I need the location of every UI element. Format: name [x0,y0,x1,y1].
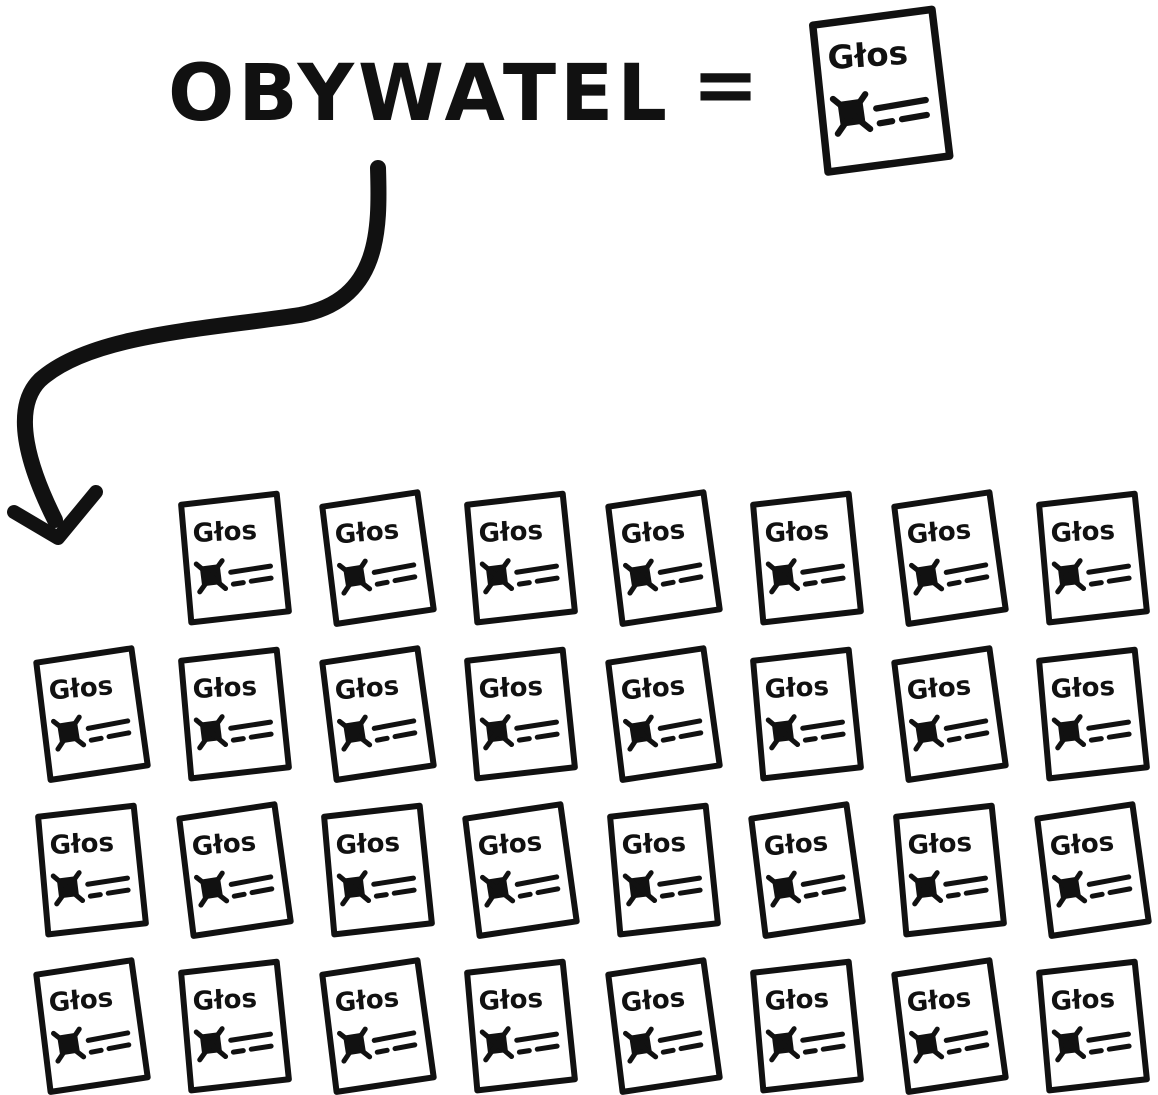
ballot-title: Głos [620,983,687,1018]
ballot-card: Głos [894,492,1006,624]
ballot-title: Głos [763,827,830,862]
ballot-title: Głos [192,516,258,549]
ballot-title: Głos [335,828,401,861]
ballot-title: Głos [826,34,909,78]
ballot-card: Głos [896,805,1004,934]
ballot-title: Głos [334,515,401,550]
heading-equals: = [692,38,759,131]
ballot-title: Głos [1050,516,1116,549]
ballot-card: Głos [467,961,575,1090]
arrow-head-icon [7,485,103,545]
ballot-card: Głos [36,648,148,780]
ballot-card: Głos [322,492,434,624]
ballot-card: Głos [467,493,575,622]
ballot-card: Głos [181,493,289,622]
ballot-card: Głos [608,648,720,780]
ballot-card: Głos [608,960,720,1092]
ballot-title: Głos [334,983,401,1018]
ballot-card: Głos [38,805,146,934]
ballot-card: Głos [465,804,577,936]
ballot-card: Głos [322,648,434,780]
ballot-title: Głos [49,828,115,861]
ballot-card: Głos [181,961,289,1090]
ballot-title: Głos [48,983,115,1018]
ballot-title: Głos [620,515,687,550]
ballot-card: Głos [322,960,434,1092]
ballot-title: Głos [621,828,687,861]
ballot-title: Głos [1050,984,1116,1017]
ballot-title: Głos [334,671,401,706]
ballot-title: Głos [478,984,544,1017]
ballot-card: Głos [894,648,1006,780]
ballot-card-main: Głos [812,9,950,173]
ballot-title: Głos [1049,827,1116,862]
ballot-title: Głos [191,827,258,862]
ballot-title: Głos [906,983,973,1018]
ballot-card: Głos [324,805,432,934]
ballot-card: Głos [1039,493,1147,622]
ballot-title: Głos [764,516,830,549]
ballot-card: Głos [894,960,1006,1092]
ballot-card: Głos [753,961,861,1090]
ballot-card: Głos [36,960,148,1092]
ballot-card: Głos [610,805,718,934]
ballot-title: Głos [477,827,544,862]
ballot-title: Głos [478,516,544,549]
ballot-title: Głos [906,515,973,550]
ballot-title: Głos [620,671,687,706]
ballot-title: Głos [478,672,544,705]
ballot-card: Głos [181,649,289,778]
ballot-card: Głos [179,804,291,936]
ballot-card: Głos [753,649,861,778]
curved-arrow-icon [17,160,387,528]
ballot-title: Głos [764,672,830,705]
ballot-title: Głos [48,671,115,706]
heading-word: OBYWATEL [168,49,671,139]
ballot-card: Głos [1037,804,1149,936]
ballot-card: Głos [1039,961,1147,1090]
ballot-title: Głos [906,671,973,706]
ballot-title: Głos [764,984,830,1017]
ballot-title: Głos [907,828,973,861]
ballot-title: Głos [192,984,258,1017]
ballot-title: Głos [192,672,258,705]
ballot-card: Głos [467,649,575,778]
ballot-card: Głos [1039,649,1147,778]
ballot-title: Głos [1050,672,1116,705]
ballot-card: Głos [751,804,863,936]
ballot-card: Głos [753,493,861,622]
ballot-card: Głos [608,492,720,624]
